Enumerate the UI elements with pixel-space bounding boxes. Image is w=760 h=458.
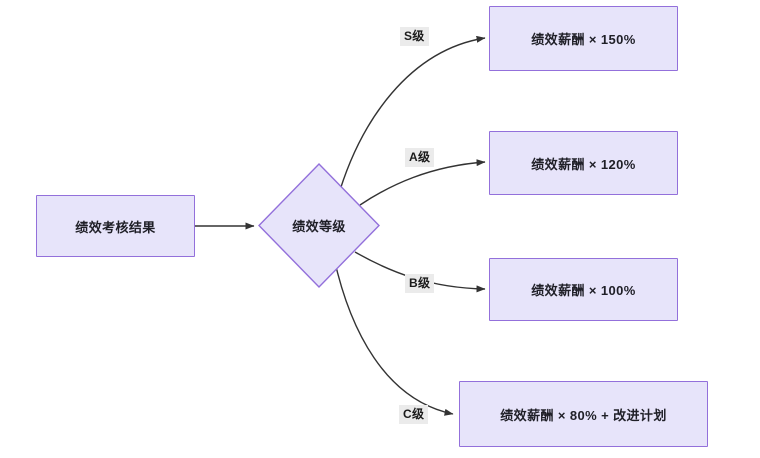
node-decision-label: 绩效等级 <box>292 219 346 234</box>
node-start[interactable]: 绩效考核结果 <box>36 195 195 257</box>
edge-label-c: C级 <box>399 405 429 424</box>
node-outcome-b[interactable]: 绩效薪酬 × 100% <box>489 258 678 321</box>
edge-label-s: S级 <box>400 27 429 46</box>
node-outcome-a[interactable]: 绩效薪酬 × 120% <box>489 131 678 195</box>
edge-label-a: A级 <box>405 148 435 167</box>
node-start-label: 绩效考核结果 <box>75 219 156 235</box>
node-outcome-b-label: 绩效薪酬 × 100% <box>531 283 636 298</box>
node-outcome-s[interactable]: 绩效薪酬 × 150% <box>489 6 678 71</box>
diamond-shape-icon <box>258 163 380 288</box>
node-decision[interactable]: 绩效等级 <box>258 163 380 288</box>
node-outcome-c-label: 绩效薪酬 × 80% + 改进计划 <box>500 407 667 423</box>
node-outcome-a-label: 绩效薪酬 × 120% <box>531 156 636 172</box>
node-outcome-c[interactable]: 绩效薪酬 × 80% + 改进计划 <box>459 381 708 447</box>
edge-label-b: B级 <box>405 274 435 293</box>
node-outcome-s-label: 绩效薪酬 × 150% <box>531 32 636 47</box>
